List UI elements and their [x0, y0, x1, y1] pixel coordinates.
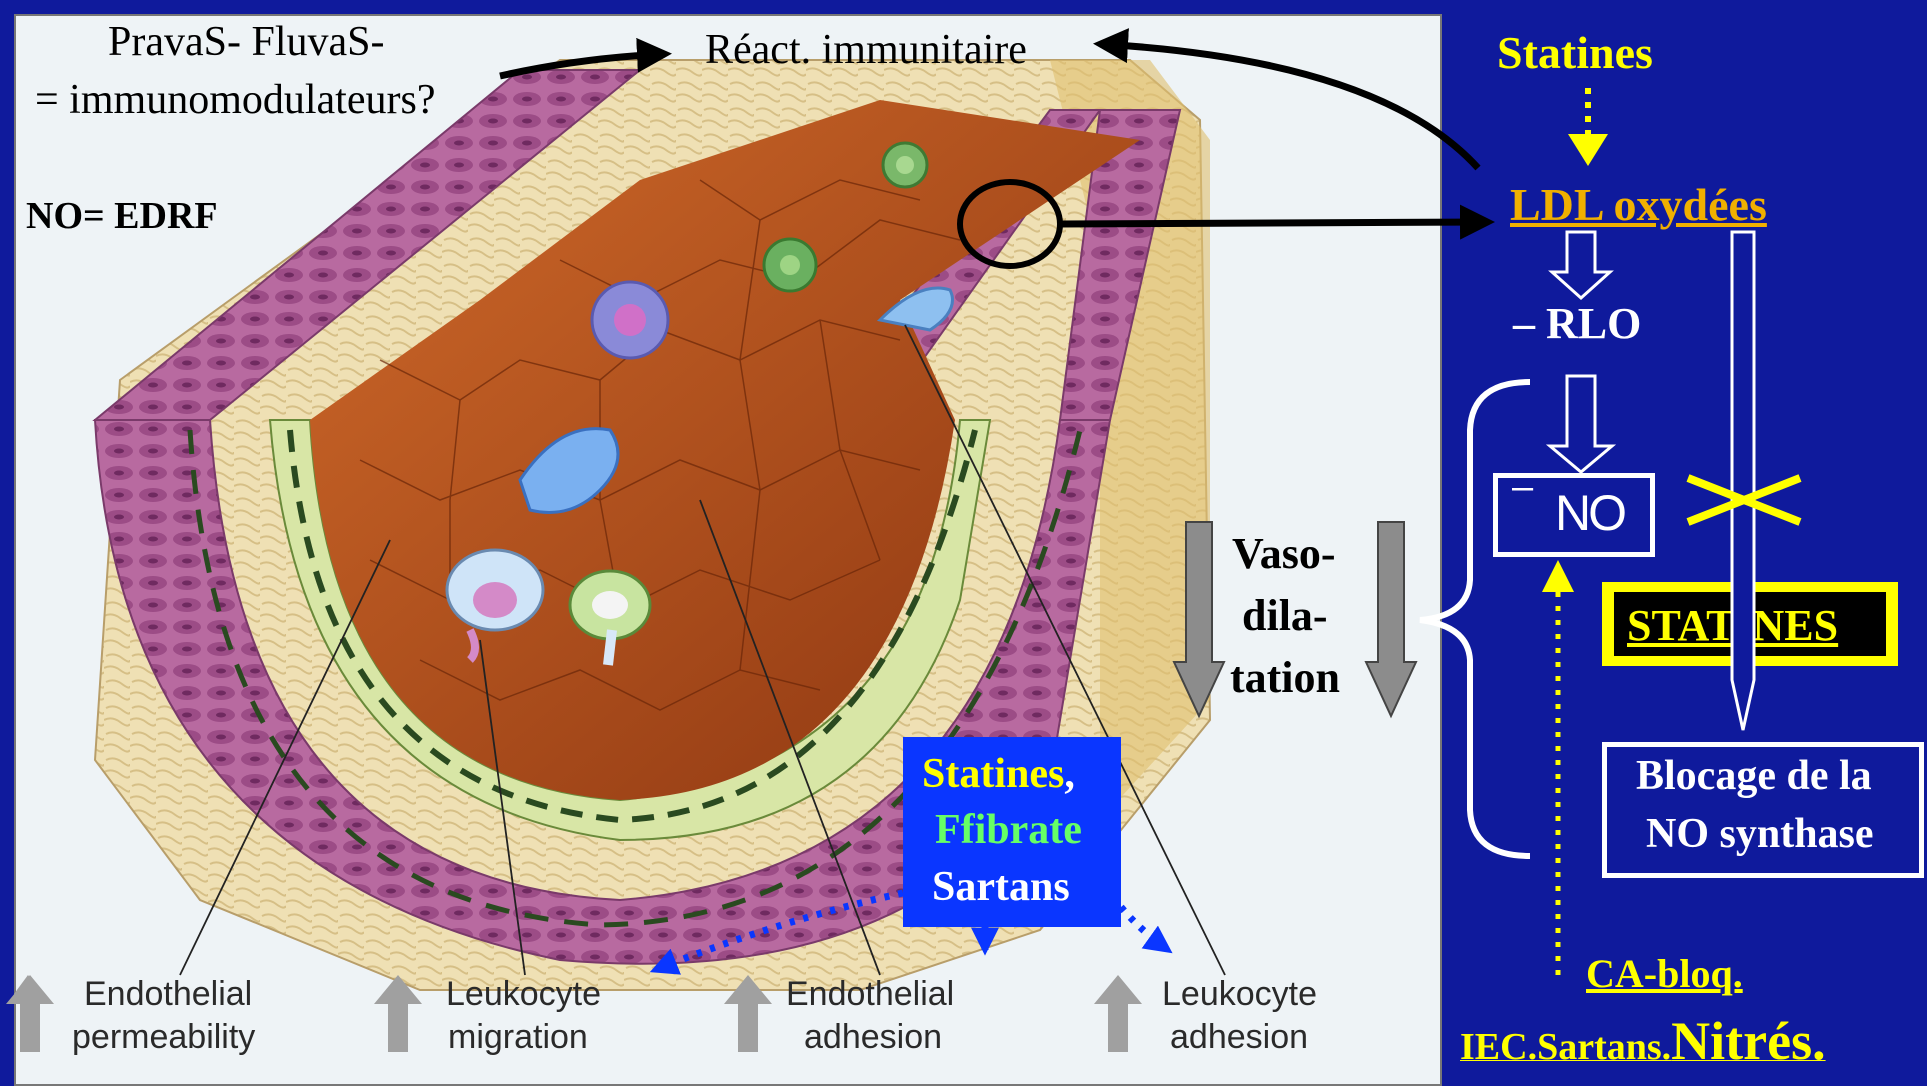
down-arrow-icon — [1552, 232, 1610, 298]
up-arrow-icon — [1094, 975, 1142, 1052]
blue-dotted-arrow-right — [1121, 907, 1168, 950]
brace-icon — [1420, 382, 1530, 856]
down-arrow-icon — [1366, 522, 1416, 716]
up-arrow-icon — [374, 975, 422, 1052]
down-arrow-icon — [1568, 88, 1608, 166]
up-arrow-icon — [724, 975, 772, 1052]
blue-dotted-arrow-left — [655, 893, 903, 970]
down-arrow-icon — [1550, 376, 1612, 472]
up-arrow-icon — [1542, 560, 1574, 975]
down-arrow-icon — [1174, 522, 1224, 716]
up-arrow-icon — [6, 975, 54, 1052]
down-arrow-icon — [1732, 232, 1754, 730]
arrow-drugs-to-immune — [500, 54, 665, 76]
arrow-circle-to-ldl — [1060, 222, 1488, 224]
arrow-ldl-to-immune — [1100, 44, 1478, 168]
